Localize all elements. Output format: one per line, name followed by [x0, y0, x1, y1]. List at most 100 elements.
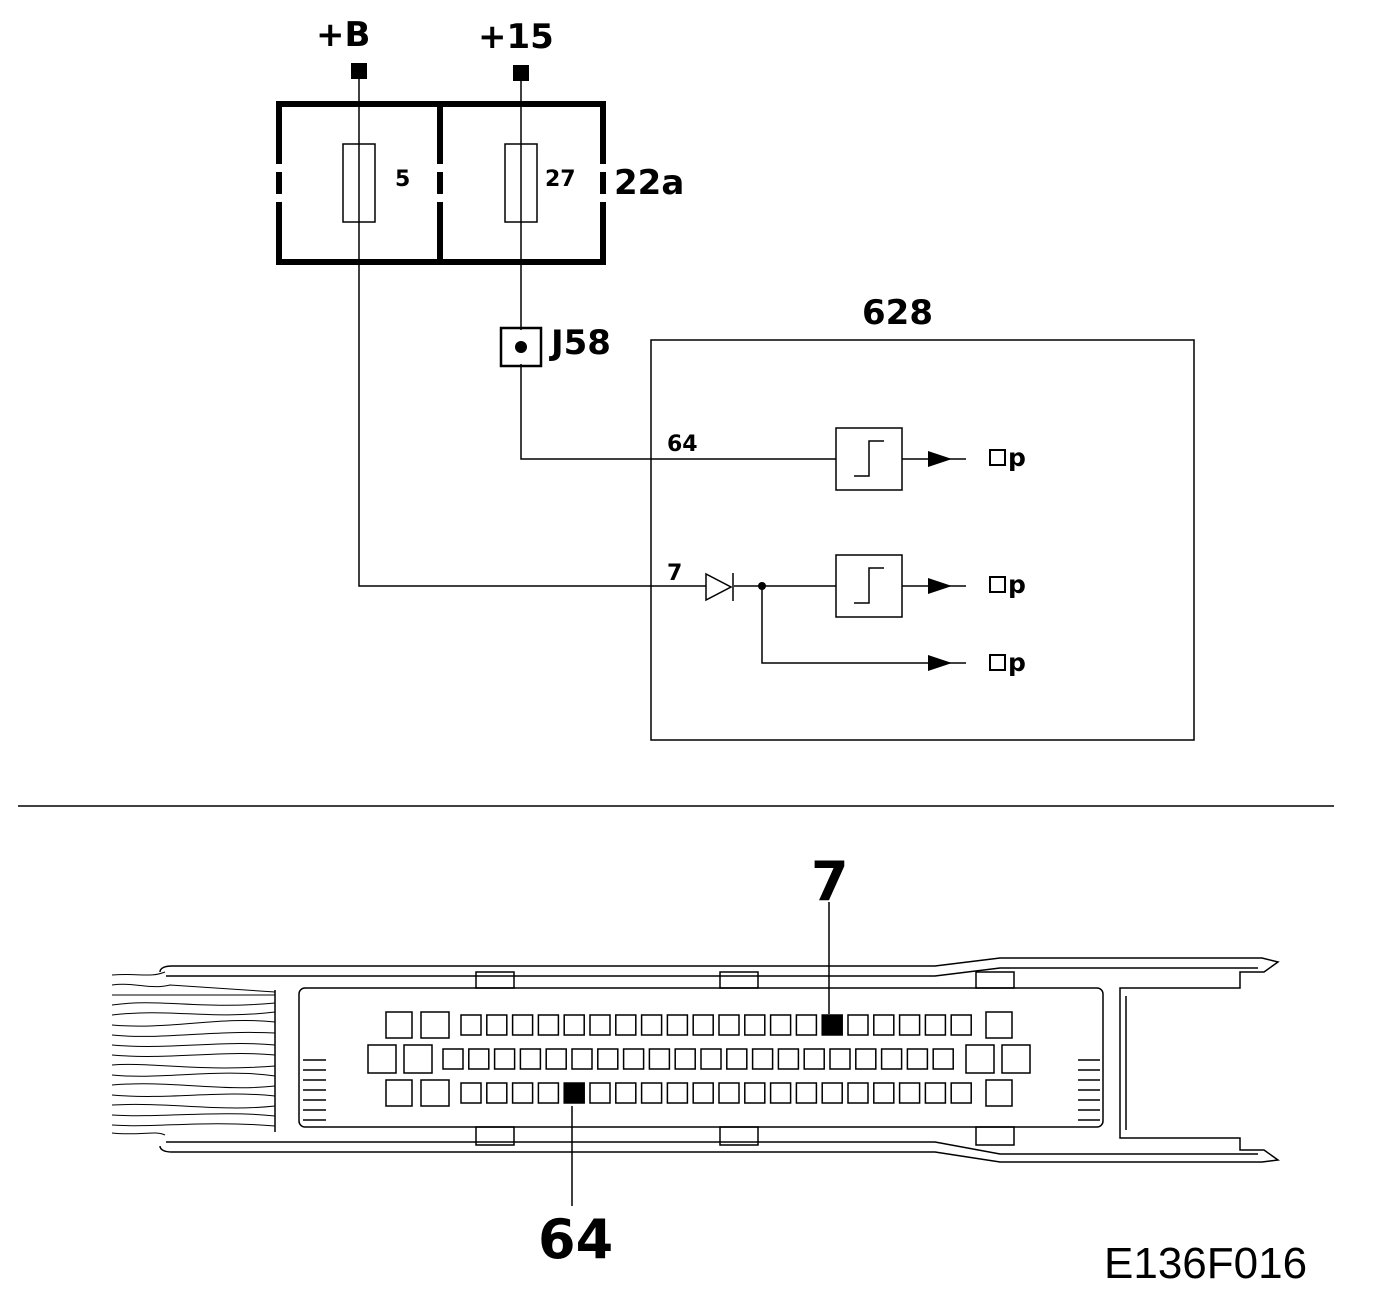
ecu-pin-64-label: 64	[667, 432, 698, 457]
connector-pins	[367, 1011, 1031, 1107]
diode	[705, 572, 734, 602]
pin-cavity	[718, 1014, 740, 1036]
wires	[358, 79, 930, 664]
pin-cavity	[674, 1048, 696, 1070]
pin-cavity	[615, 1014, 637, 1036]
large-pin-cavity	[403, 1044, 433, 1074]
pin-cavity	[769, 1014, 792, 1036]
pin-cavity	[537, 1014, 560, 1036]
pin-cavity	[924, 1014, 947, 1036]
battery-terminal	[351, 63, 367, 79]
ignition-supply-label: +15	[478, 17, 554, 57]
pin-cavity	[821, 1082, 843, 1104]
pin-cavity	[666, 1014, 689, 1036]
junction-j58	[499, 326, 543, 368]
connector-pin-64-label: 64	[538, 1208, 613, 1271]
output-2-box	[989, 576, 1006, 593]
pin-cavity	[906, 1048, 929, 1070]
pin-cavity	[640, 1014, 663, 1036]
pin-cavity	[950, 1014, 972, 1036]
pin-cavity	[898, 1082, 921, 1104]
pin-cavity	[486, 1014, 508, 1036]
pin-cavity	[873, 1082, 895, 1104]
large-pin-cavity	[985, 1011, 1013, 1039]
pin-cavity	[563, 1014, 585, 1036]
figure-code: E136F016	[1104, 1239, 1307, 1288]
pin-cavity	[545, 1048, 567, 1070]
node-dot	[758, 582, 766, 590]
pin-cavity	[777, 1048, 800, 1070]
large-pin-cavity	[367, 1044, 397, 1074]
ignition-terminal	[513, 65, 529, 81]
pin-cavity	[950, 1082, 972, 1104]
pin-cavity	[855, 1048, 877, 1070]
pin-cavity	[718, 1082, 740, 1104]
ecu-box	[650, 339, 1195, 741]
pin-cavity	[589, 1014, 611, 1036]
pin-cavity	[460, 1082, 482, 1104]
output-arrow-3	[928, 655, 952, 671]
ecu-pin-7-label: 7	[667, 561, 682, 586]
pin-cavity	[932, 1048, 954, 1070]
large-pin-cavity	[385, 1011, 413, 1039]
pin-cavity	[700, 1048, 722, 1070]
pin-cavity	[460, 1014, 482, 1036]
pin-cavity	[924, 1082, 947, 1104]
fuse-box-label: 22a	[614, 163, 684, 203]
pin-7-cavity	[821, 1014, 843, 1036]
pin-cavity	[519, 1048, 542, 1070]
pin-cavity	[744, 1082, 766, 1104]
fuse-box	[272, 101, 610, 265]
fuse-27-label: 27	[545, 167, 576, 192]
large-pin-cavity	[420, 1079, 450, 1107]
pin-cavity	[666, 1082, 689, 1104]
output-2-label: p	[1008, 570, 1026, 599]
battery-supply-label: +B	[316, 15, 370, 55]
pin-cavity	[847, 1082, 869, 1104]
pin-cavity	[511, 1014, 534, 1036]
pin-cavity	[640, 1082, 663, 1104]
junction-dot	[515, 341, 527, 353]
pin-cavity	[769, 1082, 792, 1104]
connector-pin-7-label: 7	[811, 850, 849, 913]
pin-cavity	[795, 1082, 818, 1104]
pin-cavity	[468, 1048, 490, 1070]
pin-cavity	[442, 1048, 464, 1070]
pin-cavity	[597, 1048, 619, 1070]
pin-cavity	[829, 1048, 851, 1070]
pin-cavity	[751, 1048, 774, 1070]
pin-cavity	[493, 1048, 516, 1070]
pin-cavity	[692, 1082, 714, 1104]
output-3-box	[989, 654, 1006, 671]
pin-cavity	[622, 1048, 645, 1070]
fuse-5-label: 5	[395, 167, 410, 192]
output-1-box	[989, 449, 1006, 466]
junction-label: J58	[549, 323, 611, 363]
output-1-label: p	[1008, 443, 1026, 472]
output-arrow-2	[928, 578, 952, 594]
output-3-label: p	[1008, 648, 1026, 677]
large-pin-cavity	[1001, 1044, 1031, 1074]
ecu-label: 628	[862, 293, 933, 333]
large-pin-cavity	[385, 1079, 413, 1107]
output-arrow-1	[928, 451, 952, 467]
pin-cavity	[847, 1014, 869, 1036]
pin-cavity	[571, 1048, 593, 1070]
pin-cavity	[486, 1082, 508, 1104]
pin-cavity	[803, 1048, 825, 1070]
schmitt-trigger-2	[835, 554, 903, 618]
pin-cavity	[744, 1014, 766, 1036]
pin-cavity	[511, 1082, 534, 1104]
pin-cavity	[795, 1014, 818, 1036]
connector-housing	[159, 957, 1280, 1163]
pin-cavity	[648, 1048, 671, 1070]
pin-cavity	[898, 1014, 921, 1036]
pin-cavity	[537, 1082, 560, 1104]
pin-64-cavity	[563, 1082, 585, 1104]
large-pin-cavity	[965, 1044, 995, 1074]
pin-cavity	[615, 1082, 637, 1104]
pin-cavity	[873, 1014, 895, 1036]
wire-harness	[111, 971, 276, 1136]
large-pin-cavity	[985, 1079, 1013, 1107]
